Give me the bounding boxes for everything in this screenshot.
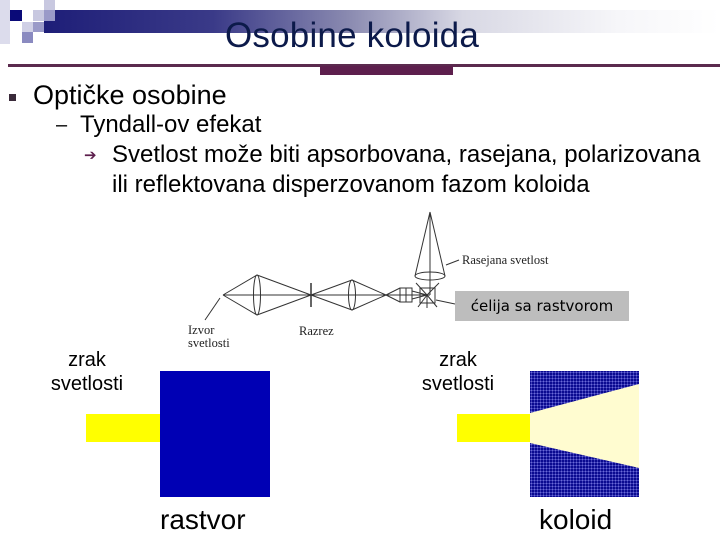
light-beam-right [457,414,531,442]
scattered-light-cone [530,384,639,468]
label-light-source: Izvor svetlosti [188,323,230,350]
label-solution-cell: ćelija sa rastvorom [455,291,629,321]
solution-box [160,371,270,497]
dash-bullet-icon: – [56,114,68,136]
bullet-level3: Svetlost može biti apsorbovana, rasejana… [112,141,701,198]
caption-solution: rastvor [160,504,246,535]
caption-colloid: koloid [539,504,613,535]
header-squares-decoration [0,0,60,45]
beam-label-right: zrak svetlosti [421,349,495,395]
label-slit: Razrez [299,324,334,338]
header-gradient-band [44,10,720,33]
bullet-level1: Optičke osobine [33,80,227,110]
label-scattered-light: Rasejana svetlost [462,253,549,267]
arrow-bullet-icon: ➔ [84,147,97,164]
title-underline-rule [8,64,720,67]
square-bullet-icon [9,94,16,101]
bullet-level2: Tyndall-ov efekat [80,111,262,138]
beam-label-left: zrak svetlosti [50,349,124,395]
slide-title: Osobine koloida [225,16,479,55]
title-accent-bar [320,66,453,75]
light-beam-left [86,414,162,442]
